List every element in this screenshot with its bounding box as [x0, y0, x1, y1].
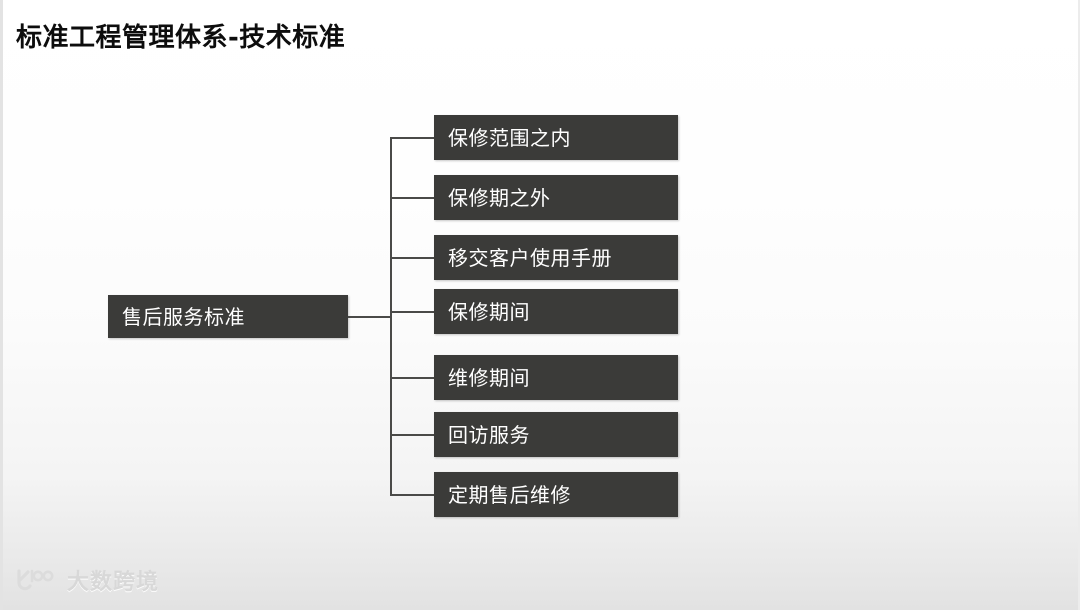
watermark-text: 大数跨境	[67, 570, 160, 595]
tree-leaf-node-1[interactable]: 保修范围之内	[434, 115, 678, 160]
branch-line-2	[390, 197, 434, 199]
root-connector-line	[348, 316, 392, 318]
watermark: 大数跨境	[13, 568, 159, 598]
tree-leaf-node-2[interactable]: 保修期之外	[434, 175, 678, 220]
branch-line-1	[390, 137, 434, 139]
branch-line-3	[390, 257, 434, 259]
tree-leaf-node-5[interactable]: 维修期间	[434, 355, 678, 400]
tree-root-node[interactable]: 售后服务标准	[108, 295, 348, 338]
branch-line-4	[390, 311, 434, 313]
branch-line-5	[390, 377, 434, 379]
tree-leaf-node-6[interactable]: 回访服务	[434, 412, 678, 457]
tree-leaf-node-7[interactable]: 定期售后维修	[434, 472, 678, 517]
branch-line-6	[390, 434, 434, 436]
page-title: 标准工程管理体系-技术标准	[16, 23, 346, 53]
tree-leaf-node-3[interactable]: 移交客户使用手册	[434, 235, 678, 280]
k100-logo-icon	[13, 568, 59, 598]
branch-line-7	[390, 494, 434, 496]
tree-leaf-node-4[interactable]: 保修期间	[434, 289, 678, 334]
org-tree-diagram: 售后服务标准 保修范围之内 保修期之外 移交客户使用手册 保修期间 维修期间 回…	[3, 0, 1078, 560]
tree-trunk-line	[390, 138, 392, 495]
